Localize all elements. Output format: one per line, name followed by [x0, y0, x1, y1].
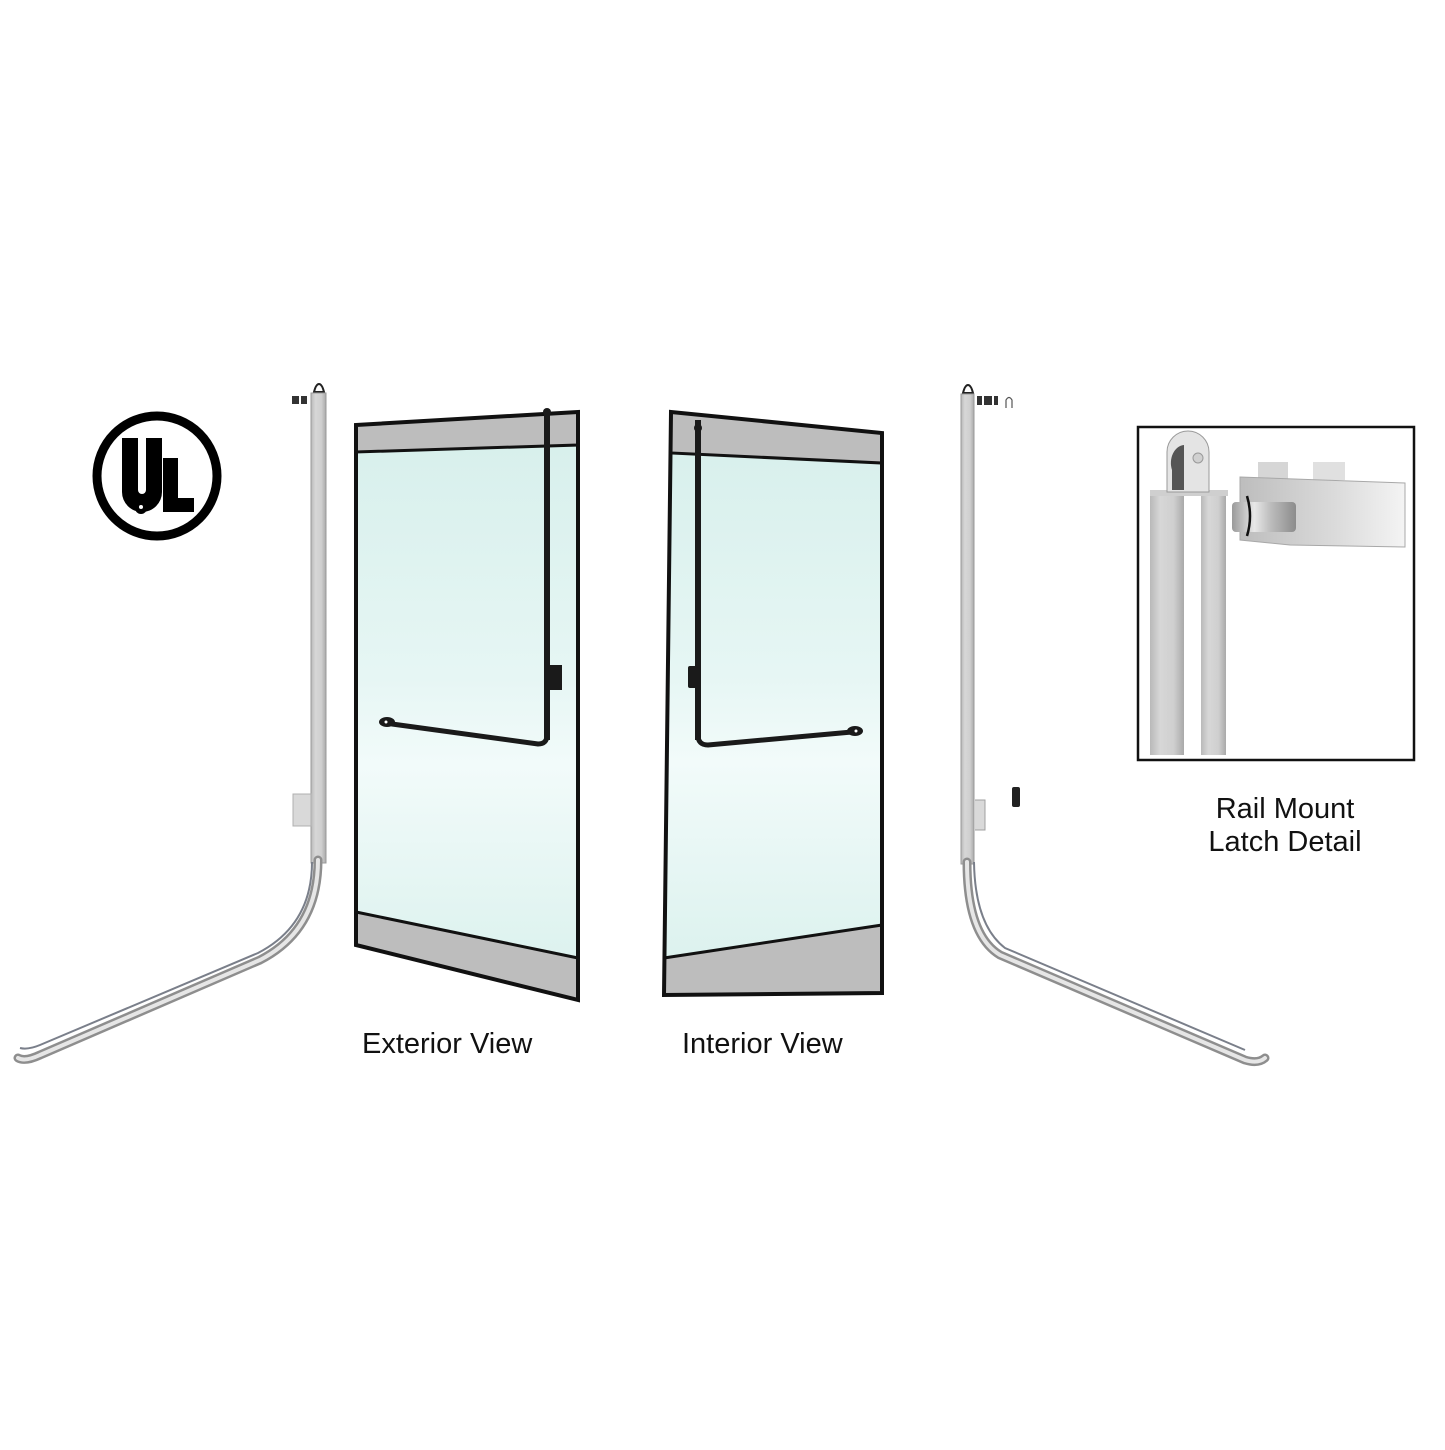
exterior-door — [354, 408, 580, 1003]
interior-door — [661, 409, 884, 998]
strike-pin — [1012, 787, 1020, 807]
latch-clip-icon — [292, 396, 299, 404]
detail-title-line2: Latch Detail — [1208, 826, 1362, 858]
push-bar — [695, 729, 855, 748]
left-floor-rail — [13, 382, 327, 1064]
detail-inset — [1136, 425, 1416, 762]
detail-title-line1: Rail Mount — [1215, 793, 1355, 825]
detail-inset-caption: Rail Mount Latch Detail — [1140, 793, 1430, 859]
exterior-view-label: Exterior View — [362, 1028, 533, 1060]
right-floor-rail — [960, 383, 1270, 1067]
interior-view-label: Interior View — [682, 1028, 843, 1060]
ul-listed-icon — [92, 411, 222, 541]
push-bar — [389, 721, 550, 747]
